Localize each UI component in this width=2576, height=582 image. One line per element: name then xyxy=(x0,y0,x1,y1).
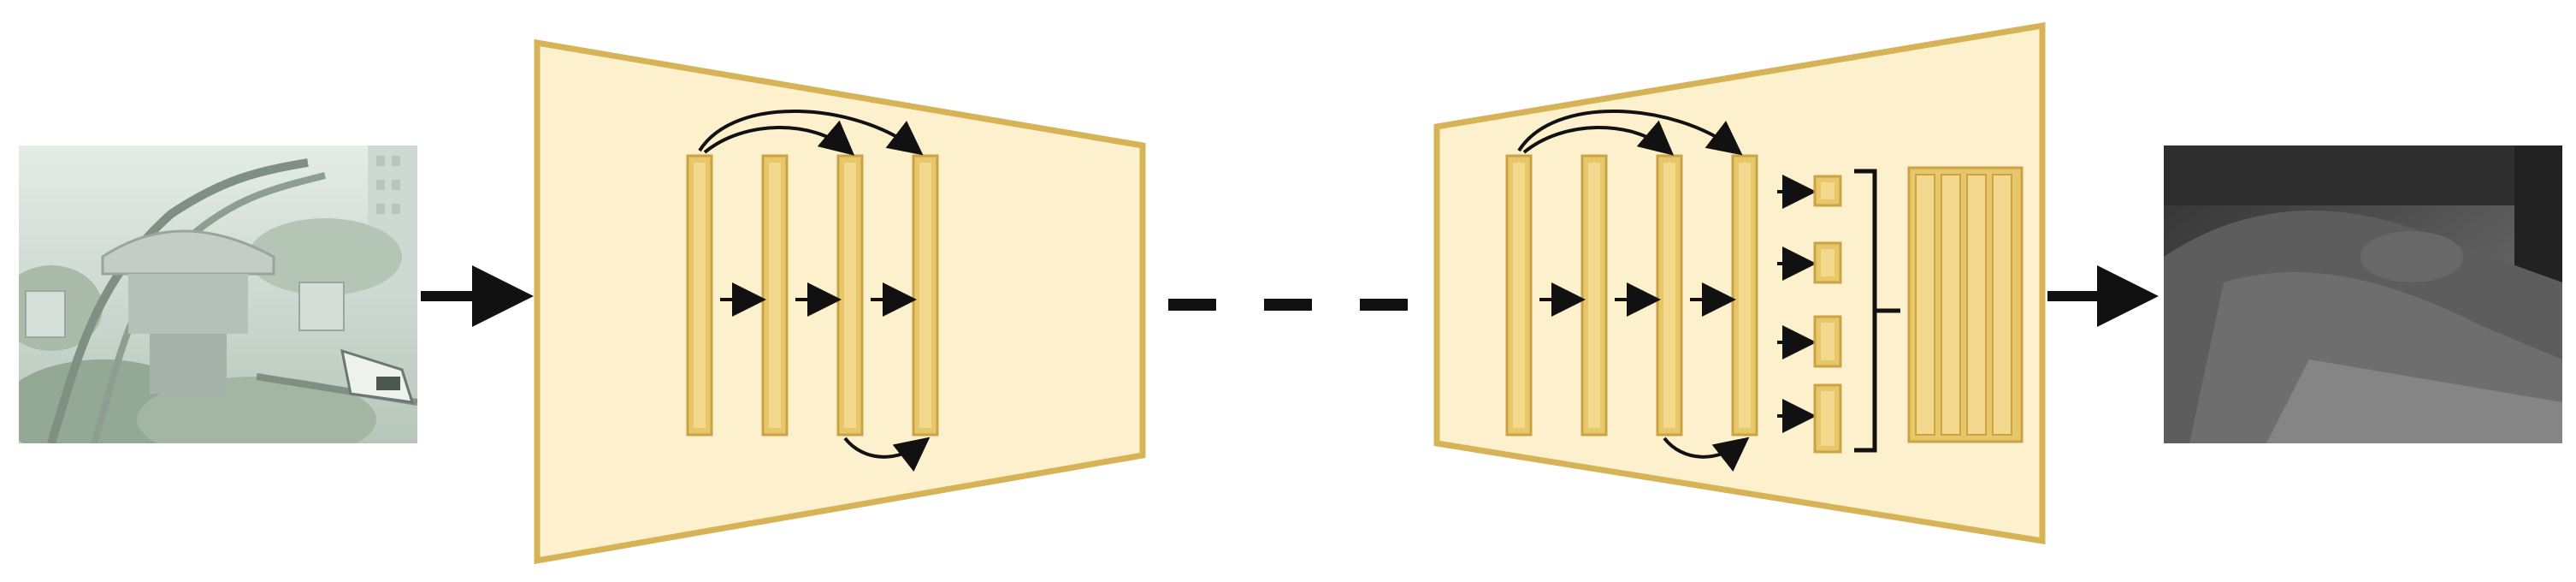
concat-channel-1 xyxy=(1915,174,1935,436)
concat-channel-2 xyxy=(1941,174,1961,436)
encoder-dense-layers xyxy=(686,154,939,436)
concatenated-features xyxy=(1907,166,2024,443)
concat-channel-3 xyxy=(1966,174,1987,436)
decoder-block xyxy=(1433,21,2046,545)
encoder-block xyxy=(534,39,1146,565)
connector-dashes xyxy=(1168,299,1408,311)
input-hazy-image xyxy=(19,146,417,443)
decoder-skip-arc-outer xyxy=(1517,110,1743,156)
decoder-skip-arc-inner xyxy=(1522,120,1675,156)
encoder-skip-arc-outer xyxy=(698,110,924,156)
concat-channel-4 xyxy=(1992,174,2012,436)
encoder-skip-arc-inner xyxy=(703,120,855,156)
pyramid-pool-blocks xyxy=(1813,175,1842,454)
connector-dash-3 xyxy=(1360,299,1408,311)
concat-bracket xyxy=(1854,169,1900,453)
decoder-skip-arc-bottom xyxy=(1663,436,1750,472)
encoder-skip-arc-bottom xyxy=(843,436,931,472)
connector-dash-1 xyxy=(1168,299,1216,311)
connector-dash-2 xyxy=(1264,299,1312,311)
output-depth-map xyxy=(2164,146,2562,443)
